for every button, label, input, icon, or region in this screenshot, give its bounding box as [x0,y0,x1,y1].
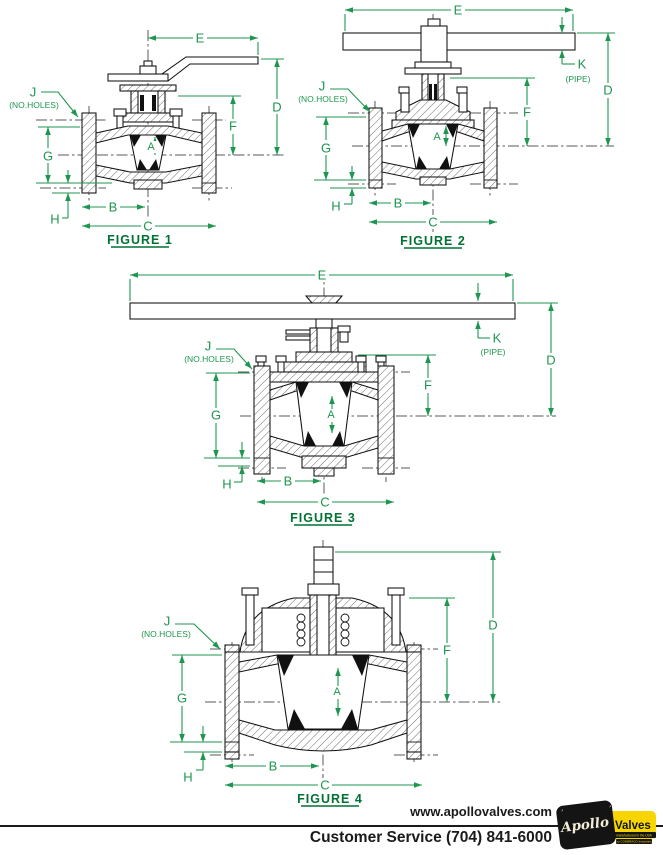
figure-2-drawing [342,14,614,232]
dim-label-c: C [320,495,329,510]
figure-2-caption: FIGURE 2 [400,234,466,248]
dim-label-k: K [578,57,587,72]
dim-label-a: A [433,131,441,143]
dim-label-j: J [30,85,37,100]
left-flange [81,112,97,194]
figure-1-dimensions: E D F A G H B C J (NO.HOLES) FIGURE 1 [9,31,284,248]
dim-label-h: H [50,212,59,227]
ball-port [276,654,370,730]
right-flange [406,651,422,753]
apollo-valves-logo: ’ ’ Apollo Valves manufactured in the US… [556,800,656,850]
dim-label-g: G [321,141,331,156]
logo-black-badge [556,800,616,850]
dim-label-g: G [211,408,221,423]
dim-note-pipe: (PIPE) [565,74,590,84]
bar-handle [129,302,516,320]
figure-4-dimensions: D F A G H B C J (NO.HOLES) FIGURE 4 [141,551,501,807]
dim-label-c: C [320,778,329,793]
figure-4-drawing [205,540,500,790]
dim-note-holes: (NO.HOLES) [141,629,191,639]
dim-label-j: J [205,339,212,354]
dim-note-holes: (NO.HOLES) [184,354,234,364]
dim-label-f: F [523,105,531,120]
dim-label-f: F [443,643,451,658]
dim-label-d: D [603,83,612,98]
dim-label-j: J [164,614,171,629]
dim-label-b: B [284,474,293,489]
left-flange [368,107,383,189]
dim-label-d: D [488,618,497,633]
dim-note-pipe: (PIPE) [480,347,505,357]
lever-handle [161,56,259,82]
ball-port [295,381,353,447]
figure-3-dimensions: E K (PIPE) D F A G H B C J (NO.HOLES) [129,268,558,526]
dim-label-f: F [229,119,237,134]
dim-label-h: H [183,770,192,785]
footer-divider [0,825,568,827]
dim-label-j: J [319,79,326,94]
dim-label-d: D [546,353,555,368]
logo-tagline-1: manufactured in the USA [616,833,652,837]
right-flange [483,107,498,189]
website-url: www.apollovalves.com [410,804,552,819]
logo-wordmark: Valves [615,820,651,832]
handle-bracket [107,73,169,82]
dim-label-a: A [147,141,155,153]
logo-flourish-right: ’ [609,805,611,813]
dim-label-h: H [222,477,231,492]
figure-2-dimensions: E K (PIPE) D F A G H B C J (NO.HOLES) [298,3,615,249]
dim-label-c: C [143,219,152,234]
dim-label-b: B [269,759,278,774]
dim-label-h: H [331,199,340,214]
figures-canvas: E D F A G H B C J (NO.HOLES) FIGURE 1 [9,3,615,807]
dim-label-g: G [43,149,53,164]
bar-handle [342,32,576,51]
logo-script: Apollo [558,814,610,836]
dim-note-holes: (NO.HOLES) [298,94,348,104]
dim-note-holes: (NO.HOLES) [9,100,59,110]
customer-service-phone: Customer Service (704) 841-6000 [309,829,552,846]
dim-label-c: C [428,215,437,230]
dim-label-b: B [394,196,403,211]
dim-label-d: D [272,100,281,115]
dim-label-e: E [318,268,327,283]
dim-label-k: K [493,331,502,346]
dim-label-a: A [327,409,335,421]
figure-1-drawing [36,30,284,232]
figure-4-caption: FIGURE 4 [297,792,363,806]
figure-3-drawing [129,268,556,508]
left-flange [253,365,271,475]
dim-label-e: E [454,3,463,18]
right-flange [377,365,395,475]
figure-3-caption: FIGURE 3 [290,511,356,525]
left-flange [224,651,240,753]
dim-label-g: G [177,691,187,706]
logo-tagline-bar-1 [612,832,656,838]
logo-tagline-2: by CONBRACO Industries [616,840,652,844]
figure-1-caption: FIGURE 1 [107,233,173,247]
logo-flourish-left: ’ [561,809,563,817]
dim-label-b: B [109,200,118,215]
dim-label-e: E [196,31,205,46]
dim-label-a: A [333,686,341,698]
logo-tagline-bar-2 [616,839,652,844]
dim-label-f: F [424,378,432,393]
right-flange [201,112,217,194]
